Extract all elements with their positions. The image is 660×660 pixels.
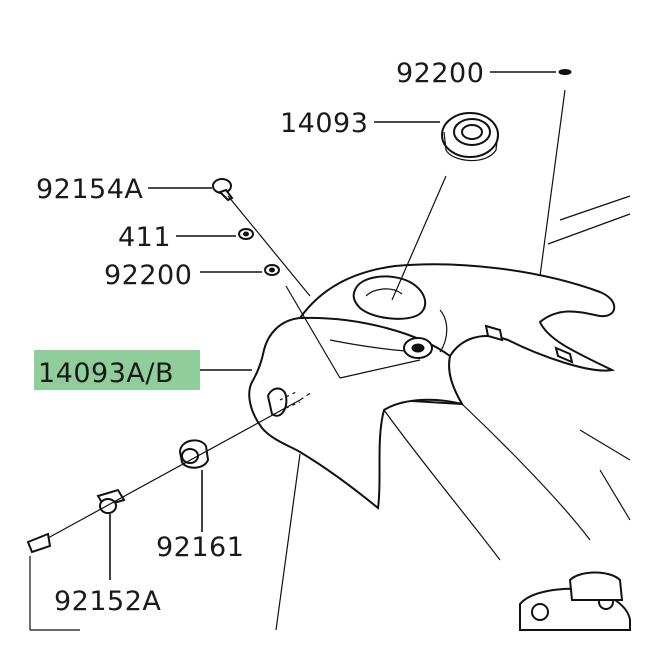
label-14093: 14093	[280, 108, 368, 139]
label-14093ab: 14093A/B	[38, 358, 174, 389]
part-92161-damper[interactable]: 92161	[156, 439, 244, 563]
part-92152a-collar[interactable]: 92152A	[54, 488, 161, 617]
label-92154a: 92154A	[36, 174, 143, 205]
label-411: 411	[118, 222, 171, 253]
part-92200-top[interactable]: 92200	[396, 58, 572, 277]
part-92200-mid[interactable]: 92200	[104, 260, 421, 379]
part-14093ab-cowl[interactable]: 14093A/B	[34, 350, 252, 390]
part-411-washer[interactable]: 411	[118, 222, 254, 253]
cowl-assembly	[248, 195, 631, 631]
part-92154a-bolt[interactable]: 92154A	[36, 174, 311, 297]
label-92161: 92161	[156, 532, 244, 563]
assembly-axis	[26, 391, 630, 631]
label-92152a: 92152A	[54, 586, 161, 617]
highlight-box	[34, 350, 200, 390]
label-92200-mid: 92200	[104, 260, 192, 291]
part-14093-grommet[interactable]: 14093	[280, 108, 499, 301]
label-92200-top: 92200	[396, 58, 484, 89]
